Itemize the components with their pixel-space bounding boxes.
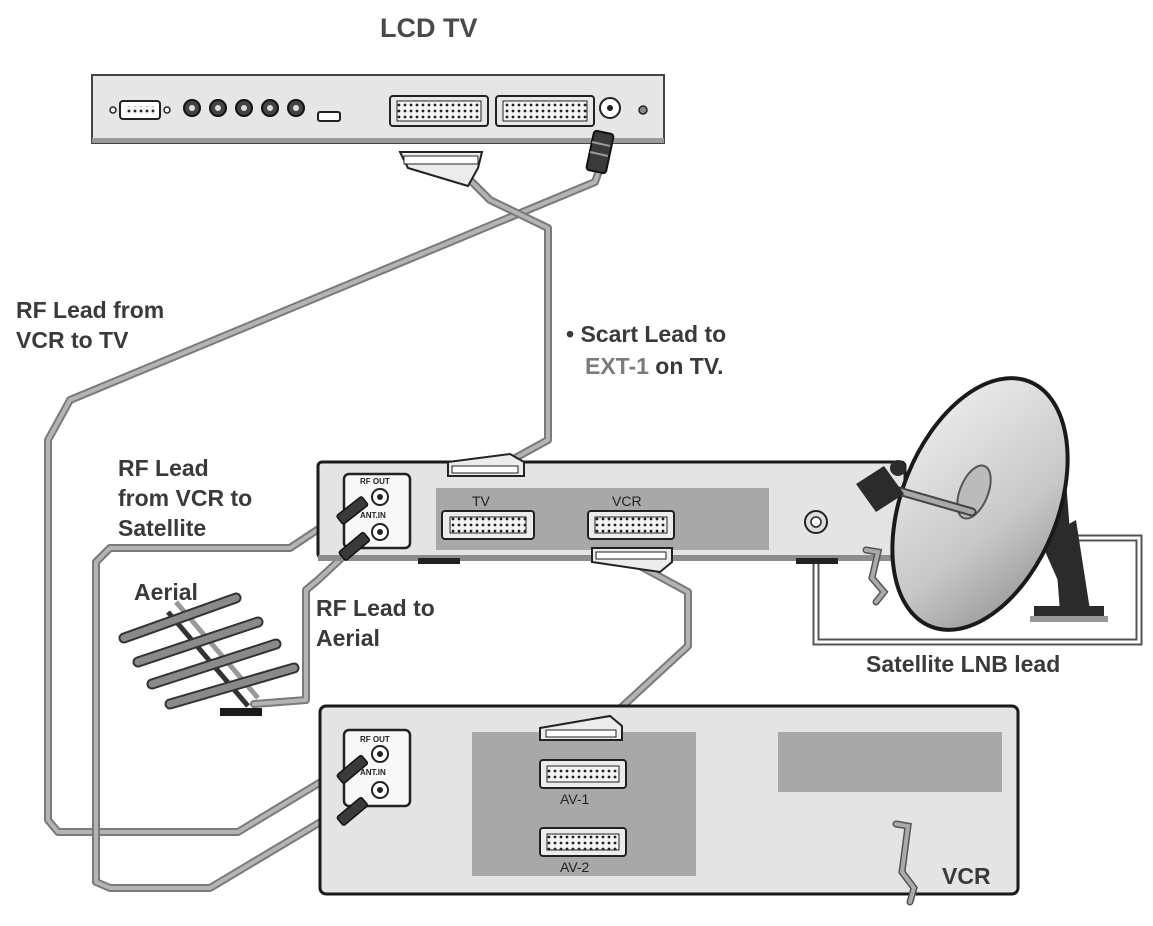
label-rf-vcr-to-tv-line1: RF Lead from bbox=[16, 297, 164, 323]
rf-plug-sat-rf-out bbox=[336, 496, 369, 525]
vga-port-icon bbox=[109, 100, 171, 120]
rf-plug-vcr-ant-in bbox=[336, 796, 369, 826]
label-rf-vcr-to-tv-line2: VCR to TV bbox=[16, 327, 129, 353]
label-aerial: Aerial bbox=[134, 579, 198, 605]
satellite-receiver: RF OUT ANT.IN TV VCR bbox=[316, 460, 907, 564]
vcr-display-window bbox=[778, 732, 1002, 792]
label-rf-aerial-line2: Aerial bbox=[316, 625, 380, 651]
scart-plug-vcr-av1 bbox=[539, 714, 623, 741]
tv-antenna-socket-icon bbox=[599, 97, 648, 119]
vcr-device: RF OUT ANT.IN AV-1 AV-2 VCR bbox=[318, 704, 1020, 896]
label-rf-vcr-to-sat-line1: RF Lead bbox=[118, 455, 209, 481]
sat-scart-vcr-label: VCR bbox=[612, 493, 642, 509]
hdmi-port-icon bbox=[317, 111, 341, 122]
rf-plug-sat-ant-in bbox=[338, 531, 371, 561]
tv-title: LCD TV bbox=[380, 13, 478, 43]
lcd-tv-rear-panel bbox=[91, 74, 665, 144]
rf-lead-to-aerial bbox=[250, 548, 352, 708]
satellite-dish-icon bbox=[856, 376, 1108, 632]
sat-rf-out-label: RF OUT bbox=[360, 477, 390, 486]
vcr-av2-label: AV-2 bbox=[560, 859, 590, 875]
sat-scart-tv-label: TV bbox=[472, 493, 491, 509]
rf-plug-vcr-rf-out bbox=[336, 754, 369, 784]
rca-jacks-icon bbox=[183, 99, 305, 117]
scart-plug-sat-vcr bbox=[591, 547, 673, 574]
scart-lead-tv-to-satellite bbox=[466, 176, 552, 466]
rf-lead-vcr-to-tv bbox=[44, 164, 604, 836]
label-scart-line2: EXT-1 on TV. bbox=[585, 353, 723, 379]
vcr-ant-in-label: ANT.IN bbox=[360, 768, 386, 777]
vcr-av1-label: AV-1 bbox=[560, 791, 590, 807]
scart-lead-satellite-to-vcr bbox=[608, 562, 692, 720]
scart-plug-tv bbox=[398, 151, 484, 188]
label-rf-vcr-to-sat-line3: Satellite bbox=[118, 515, 206, 541]
label-ext1: EXT-1 bbox=[585, 353, 649, 379]
label-satellite-lnb-lead: Satellite LNB lead bbox=[866, 651, 1060, 677]
tv-scart-ext1-icon bbox=[389, 95, 489, 127]
vcr-rf-out-label: RF OUT bbox=[360, 735, 390, 744]
rf-lead-vcr-to-satellite bbox=[92, 508, 348, 892]
rf-plug-tv bbox=[585, 129, 615, 175]
sat-ant-in-label: ANT.IN bbox=[360, 511, 386, 520]
tv-scart-ext2-icon bbox=[495, 95, 595, 127]
label-rf-vcr-to-sat-line2: from VCR to bbox=[118, 485, 252, 511]
aerial-antenna-icon bbox=[118, 592, 300, 716]
satellite-lnb-lead bbox=[812, 528, 1143, 646]
label-scart-line1: • Scart Lead to bbox=[566, 321, 726, 347]
label-on-tv: on TV. bbox=[649, 353, 724, 379]
scart-plug-sat-tv bbox=[447, 452, 525, 477]
label-rf-aerial-line1: RF Lead to bbox=[316, 595, 435, 621]
vcr-label: VCR bbox=[942, 863, 991, 889]
